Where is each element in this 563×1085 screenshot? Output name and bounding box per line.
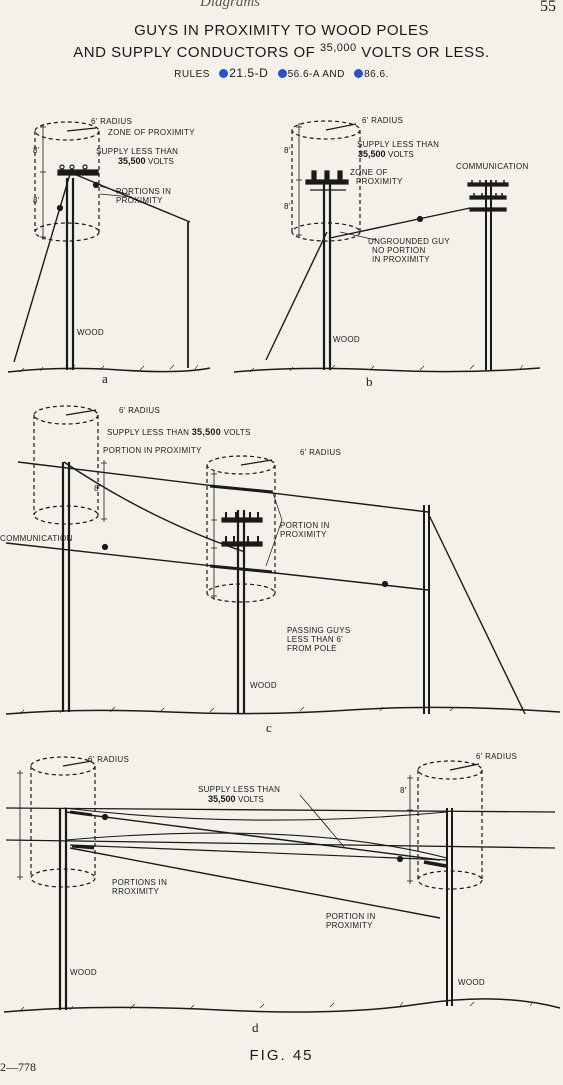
rules-line: RULES 21.5-D 56.6-A AND 86.6. bbox=[0, 66, 563, 80]
panel-d-dim: 8' bbox=[400, 786, 407, 795]
panel-c-wood-label: WOOD bbox=[250, 681, 277, 690]
panel-b-dim-bottom: 8' bbox=[284, 202, 291, 211]
panel-c-portion2-line2: PROXIMITY bbox=[280, 530, 327, 539]
panel-a-radius-label: 6' RADIUS bbox=[91, 117, 133, 126]
panel-b-zone-line1: ZONE OF bbox=[350, 168, 388, 177]
panel-b-voltage: 35,500 VOLTS bbox=[358, 149, 414, 160]
panel-b-wood-label: WOOD bbox=[333, 335, 360, 344]
title-line-2b: VOLTS OR LESS. bbox=[361, 44, 490, 61]
panel-c-portion-label: PORTION IN PROXIMITY bbox=[103, 446, 202, 455]
panel-c-radius-label-2: 6' RADIUS bbox=[300, 448, 342, 457]
rules-label: RULES bbox=[174, 69, 210, 80]
panel-b-guy-line3: IN PROXIMITY bbox=[372, 255, 430, 264]
panel-a-drawing bbox=[7, 121, 211, 373]
page-corner-number: 55 bbox=[540, 0, 556, 15]
panel-c-supply-label: SUPPLY LESS THAN bbox=[107, 428, 190, 437]
panel-c-letter: c bbox=[266, 720, 272, 735]
running-head: Diagrams bbox=[200, 0, 261, 10]
panel-d-portions-line2: RROXIMITY bbox=[112, 887, 160, 896]
panel-d-portions-line1: PORTIONS IN bbox=[112, 878, 168, 887]
panel-c-passing-line1: PASSING GUYS bbox=[287, 626, 351, 635]
title-voltage: 35,000 bbox=[319, 42, 357, 54]
bullet-icon bbox=[219, 69, 229, 78]
panel-a-supply-label: SUPPLY LESS THAN bbox=[96, 147, 179, 156]
bullet-icon bbox=[277, 69, 287, 78]
panel-b-drawing bbox=[233, 120, 541, 373]
page-reference: 2—778 bbox=[0, 1060, 36, 1074]
panel-a-voltage: 35,500 VOLTS bbox=[118, 156, 174, 167]
panel-c-voltage-unit: VOLTS bbox=[223, 428, 251, 437]
panel-b-voltage-number: 35,500 bbox=[358, 149, 386, 159]
panel-b-dim-top: 8' bbox=[284, 146, 291, 155]
panel-c-communication-label: COMMUNICATION bbox=[0, 534, 73, 543]
title-line-1: GUYS IN PROXIMITY TO WOOD POLES bbox=[134, 22, 429, 39]
panel-a-wood-label: WOOD bbox=[77, 328, 104, 337]
panel-b-supply-label: SUPPLY LESS THAN bbox=[357, 140, 440, 149]
panel-c-passing-line2: LESS THAN 6' bbox=[287, 635, 344, 644]
panel-d-supply-label: SUPPLY LESS THAN bbox=[198, 785, 281, 794]
panel-b-letter: b bbox=[366, 374, 373, 389]
panel-d-letter: d bbox=[252, 1020, 259, 1035]
panel-a-dim-bottom: 8' bbox=[33, 196, 40, 205]
panel-a-zone-label: ZONE OF PROXIMITY bbox=[108, 128, 195, 137]
panel-b-guy-line1: UNGROUNDED GUY bbox=[368, 237, 450, 246]
panel-c-voltage-number: 35,500 bbox=[191, 427, 222, 437]
panel-d-drawing bbox=[3, 756, 561, 1013]
panel-a-voltage-unit: VOLTS bbox=[148, 157, 174, 166]
panel-a-portions-line2: PROXIMITY bbox=[116, 196, 163, 205]
bullet-icon bbox=[354, 69, 364, 78]
panel-b-radius-label: 6' RADIUS bbox=[362, 116, 404, 125]
panel-c-passing-line3: FROM POLE bbox=[287, 644, 337, 653]
panel-d-voltage-number: 35,500 bbox=[208, 794, 236, 804]
panel-a-letter: a bbox=[102, 371, 108, 386]
panel-d-portion-line1: PORTION IN bbox=[326, 912, 376, 921]
rule-2: 56.6-A bbox=[287, 69, 320, 80]
panel-d-radius-label-2: 6' RADIUS bbox=[476, 752, 518, 761]
title-line-2a: AND SUPPLY CONDUCTORS OF bbox=[73, 44, 316, 61]
panel-d-radius-label-1: 6' RADIUS bbox=[88, 755, 130, 764]
panel-c-portion2-line1: PORTION IN bbox=[280, 521, 330, 530]
panel-c-radius-label-1: 6' RADIUS bbox=[119, 406, 161, 415]
panel-d-portion-line2: PROXIMITY bbox=[326, 921, 373, 930]
panel-b-guy-line2: NO PORTION bbox=[372, 246, 426, 255]
panel-c-supply: SUPPLY LESS THAN 35,500 VOLTS bbox=[107, 427, 251, 438]
panel-d-wood-label-2: WOOD bbox=[458, 978, 485, 987]
figure-caption: FIG. 45 bbox=[249, 1047, 314, 1064]
panel-d-voltage: 35,500 VOLTS bbox=[208, 794, 264, 805]
panel-b-voltage-unit: VOLTS bbox=[388, 150, 414, 159]
title-line-2: AND SUPPLY CONDUCTORS OF 35,000 VOLTS OR… bbox=[0, 42, 563, 61]
rule-3: 86.6. bbox=[364, 69, 389, 80]
panel-c-drawing bbox=[5, 405, 561, 715]
panel-a-voltage-number: 35,500 bbox=[118, 156, 146, 166]
rule-1: 21.5-D bbox=[229, 66, 269, 80]
panel-d-voltage-unit: VOLTS bbox=[238, 795, 264, 804]
panel-a-portions-line1: PORTIONS IN bbox=[116, 187, 172, 196]
rules-and: AND bbox=[322, 69, 345, 80]
panel-c-dim: 8' bbox=[94, 484, 101, 493]
panel-a-dim-top: 8' bbox=[33, 146, 40, 155]
panel-d-wood-label-1: WOOD bbox=[70, 968, 97, 977]
panel-b-communication-label: COMMUNICATION bbox=[456, 162, 529, 171]
panel-b-zone-line2: PROXIMITY bbox=[356, 177, 403, 186]
